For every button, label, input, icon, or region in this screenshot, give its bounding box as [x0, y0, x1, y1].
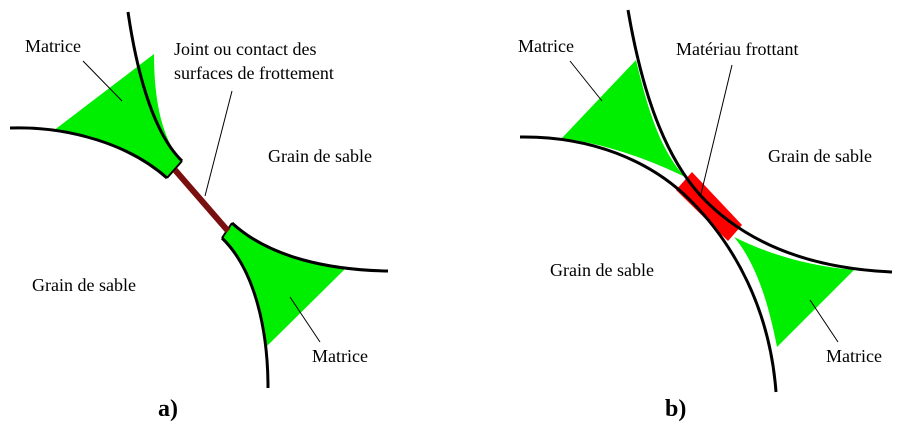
matrix-bottom-label-b: Matrice: [826, 346, 882, 366]
joint-a: [175, 170, 228, 231]
friction-label-b: Matériau frottant: [676, 39, 798, 59]
matrix-top-b: [562, 60, 685, 177]
matrix-bottom-label-a: Matrice: [312, 346, 368, 366]
joint-label-line2-a: surfaces de frottement: [174, 63, 334, 83]
leader-matrix-top-b: [570, 61, 602, 101]
grain-left-label-a: Grain de sable: [32, 275, 136, 295]
leader-friction-b: [701, 65, 732, 194]
leader-joint-a: [205, 91, 232, 196]
panel-a: Matrice Joint ou contact des surfaces de…: [10, 12, 388, 422]
matrix-top-label-a: Matrice: [25, 36, 81, 56]
grain-right-label-b: Grain de sable: [768, 146, 872, 166]
joint-label-line1-a: Joint ou contact des: [174, 39, 316, 59]
leader-matrix-bottom-b: [810, 300, 838, 342]
grain-right-label-a: Grain de sable: [268, 146, 372, 166]
friction-material-b: [676, 172, 742, 241]
panel-label-a: a): [158, 396, 178, 422]
matrix-bottom-a: [222, 223, 346, 346]
matrix-top-label-b: Matrice: [518, 36, 574, 56]
grain-left-label-b: Grain de sable: [550, 260, 654, 280]
matrix-top-a: [53, 54, 182, 178]
panel-b: Matrice Matériau frottant Grain de sable…: [518, 10, 892, 422]
panel-label-b: b): [665, 396, 686, 422]
